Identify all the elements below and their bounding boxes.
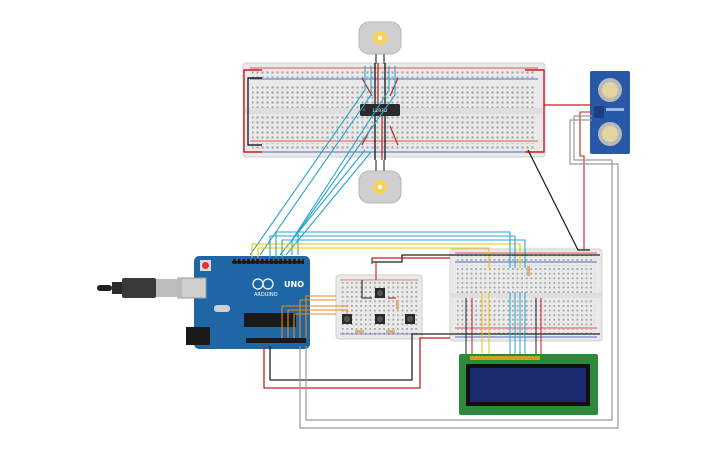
arduino-brand-label: ARDUINO — [254, 292, 278, 298]
signal-wire — [275, 231, 511, 268]
rail-wire — [389, 77, 399, 97]
button-wire — [293, 313, 336, 338]
wires — [243, 63, 619, 429]
sensor-wire — [305, 115, 613, 421]
usb-cable — [97, 278, 182, 298]
power-wire — [371, 257, 450, 264]
button-wire — [305, 295, 336, 338]
signal-wire — [257, 247, 490, 268]
control-wire — [259, 66, 372, 256]
lcd-16x2[interactable] — [459, 354, 598, 415]
signal-wire — [251, 243, 521, 268]
dc-motor-top[interactable] — [358, 21, 402, 64]
signal-wire — [281, 239, 526, 268]
pushbutton[interactable] — [375, 288, 385, 298]
l293d-chip[interactable]: L293D — [360, 104, 400, 116]
rail-wire — [243, 69, 262, 153]
button-wire — [299, 299, 336, 338]
rail-wire — [525, 69, 545, 153]
rail-wire — [361, 77, 373, 97]
button-breadboard[interactable] — [335, 274, 423, 340]
sensor-wire — [299, 119, 619, 429]
chip-label: L293D — [373, 108, 388, 114]
button-wire — [361, 280, 372, 299]
button-wire — [281, 305, 348, 338]
main-breadboard[interactable] — [242, 62, 546, 158]
pushbutton[interactable] — [405, 314, 415, 324]
dc-motor-bottom[interactable] — [358, 160, 402, 204]
power-wire — [263, 337, 450, 389]
sensor-wire — [579, 111, 592, 250]
button-wire — [287, 309, 348, 338]
arduino-uno[interactable]: UNO ARDUINO — [177, 256, 310, 349]
arduino-model-label: UNO — [284, 280, 304, 289]
sensor-wire — [527, 149, 590, 251]
pushbutton[interactable] — [375, 314, 385, 324]
rail-wire — [389, 125, 399, 146]
power-wire — [269, 333, 600, 381]
rail-wire — [247, 77, 262, 146]
control-wire — [285, 151, 372, 256]
ultrasonic-sensor[interactable] — [590, 71, 630, 154]
control-wire — [249, 66, 366, 256]
signal-wire — [269, 235, 516, 268]
pushbutton[interactable] — [342, 314, 352, 324]
resistor — [355, 300, 399, 333]
control-wire — [279, 149, 366, 256]
lcd-breadboard[interactable] — [449, 248, 603, 342]
